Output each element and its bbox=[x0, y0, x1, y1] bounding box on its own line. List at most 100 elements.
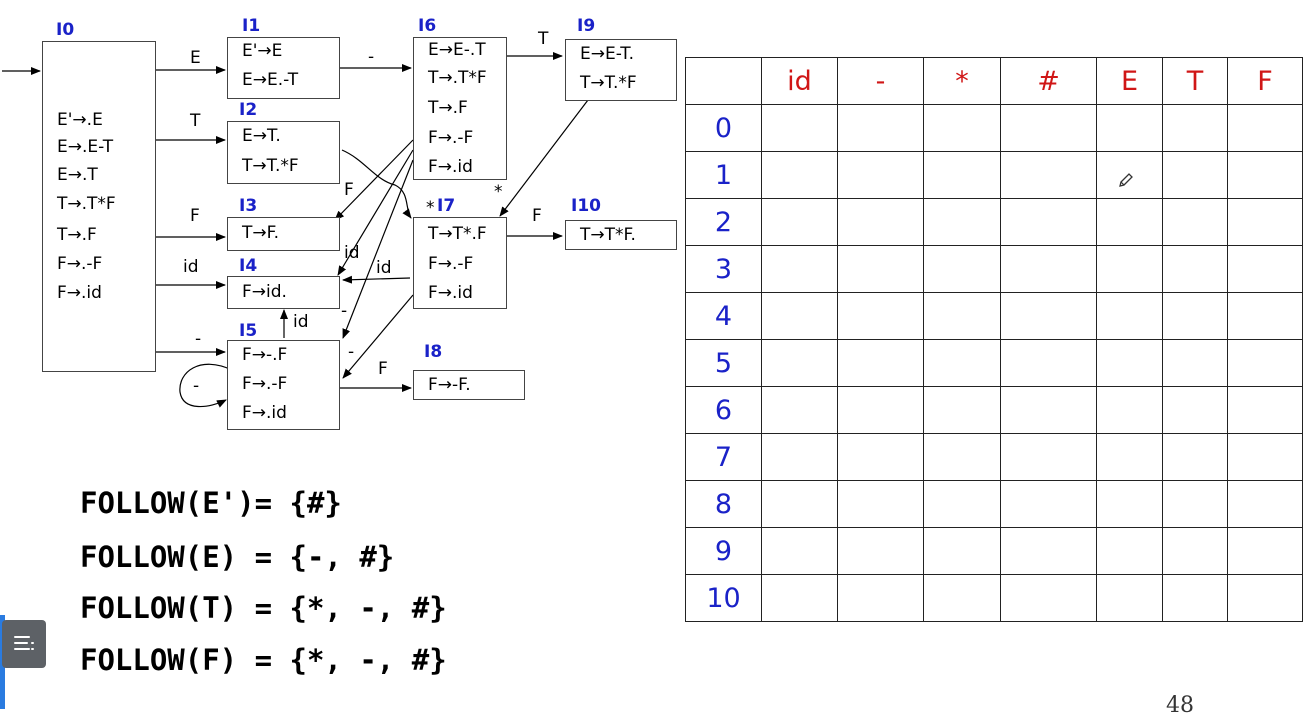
state-label-i10: I10 bbox=[571, 196, 601, 216]
state-label-i9: I9 bbox=[577, 16, 596, 36]
table-cell[interactable] bbox=[1000, 574, 1097, 622]
table-cell[interactable] bbox=[1000, 151, 1097, 199]
table-cell[interactable] bbox=[761, 104, 838, 152]
table-cell[interactable] bbox=[1162, 480, 1228, 528]
state-label-i7: I7 bbox=[437, 196, 456, 216]
table-cell[interactable] bbox=[761, 245, 838, 293]
table-cell[interactable] bbox=[1162, 104, 1228, 152]
table-cell[interactable] bbox=[837, 386, 924, 434]
table-cell[interactable] bbox=[1096, 527, 1163, 575]
table-cell[interactable] bbox=[1096, 574, 1163, 622]
table-cell[interactable] bbox=[1000, 527, 1097, 575]
table-cell[interactable] bbox=[761, 292, 838, 340]
table-cell[interactable] bbox=[761, 151, 838, 199]
state-label-i4: I4 bbox=[239, 256, 258, 276]
row-label: 10 bbox=[685, 574, 762, 622]
table-cell[interactable] bbox=[1227, 433, 1303, 481]
menu-button[interactable] bbox=[2, 620, 46, 668]
table-cell[interactable] bbox=[923, 574, 1001, 622]
table-cell[interactable] bbox=[1162, 386, 1228, 434]
follow-t: FOLLOW(T) = {*, -, #} bbox=[80, 591, 447, 625]
table-cell[interactable] bbox=[923, 245, 1001, 293]
table-cell[interactable] bbox=[1162, 151, 1228, 199]
table-cell[interactable] bbox=[923, 433, 1001, 481]
table-cell[interactable] bbox=[923, 198, 1001, 246]
table-cell[interactable] bbox=[923, 527, 1001, 575]
table-cell[interactable] bbox=[1096, 433, 1163, 481]
table-cell[interactable] bbox=[1000, 339, 1097, 387]
table-cell[interactable] bbox=[1227, 339, 1303, 387]
row-label: 5 bbox=[685, 339, 762, 387]
table-cell[interactable] bbox=[1000, 386, 1097, 434]
table-cell[interactable] bbox=[1227, 245, 1303, 293]
table-cell[interactable] bbox=[1096, 292, 1163, 340]
table-cell[interactable] bbox=[923, 386, 1001, 434]
table-cell[interactable] bbox=[1227, 574, 1303, 622]
table-cell[interactable] bbox=[761, 433, 838, 481]
table-cell[interactable] bbox=[1162, 198, 1228, 246]
table-cell[interactable] bbox=[837, 104, 924, 152]
table-cell[interactable] bbox=[1096, 245, 1163, 293]
table-cell[interactable] bbox=[1162, 245, 1228, 293]
item: F→.-F bbox=[242, 374, 288, 394]
edge-label-i0-i3: F bbox=[190, 206, 200, 226]
table-cell[interactable] bbox=[1162, 527, 1228, 575]
table-cell[interactable] bbox=[837, 433, 924, 481]
table-cell[interactable] bbox=[1096, 104, 1163, 152]
table-cell[interactable] bbox=[1096, 198, 1163, 246]
table-cell[interactable] bbox=[837, 339, 924, 387]
table-cell[interactable] bbox=[761, 574, 838, 622]
state-box-i10: T→T*F. bbox=[565, 220, 677, 250]
item: T→T*F. bbox=[580, 225, 636, 245]
table-cell[interactable] bbox=[837, 292, 924, 340]
table-cell[interactable] bbox=[837, 527, 924, 575]
edge-label-i7-i10: F bbox=[532, 206, 542, 226]
table-cell[interactable] bbox=[837, 198, 924, 246]
table-cell[interactable] bbox=[923, 480, 1001, 528]
table-cell[interactable] bbox=[1227, 480, 1303, 528]
table-cell[interactable] bbox=[923, 339, 1001, 387]
table-cell[interactable] bbox=[1000, 104, 1097, 152]
table-cell[interactable] bbox=[1096, 480, 1163, 528]
table-cell[interactable] bbox=[1162, 574, 1228, 622]
table-cell[interactable] bbox=[1227, 527, 1303, 575]
table-cell[interactable] bbox=[923, 104, 1001, 152]
table-cell[interactable] bbox=[837, 245, 924, 293]
table-cell[interactable] bbox=[761, 198, 838, 246]
table-cell[interactable] bbox=[1096, 386, 1163, 434]
table-cell[interactable] bbox=[1227, 151, 1303, 199]
table-cell[interactable] bbox=[923, 292, 1001, 340]
table-cell[interactable] bbox=[1000, 245, 1097, 293]
table-cell[interactable] bbox=[1227, 198, 1303, 246]
table-cell[interactable] bbox=[1000, 292, 1097, 340]
state-box-i7: T→T*.F F→.-F F→.id bbox=[413, 217, 507, 309]
table-cell[interactable] bbox=[1000, 433, 1097, 481]
state-label-i3: I3 bbox=[239, 196, 258, 216]
table-cell[interactable] bbox=[1096, 339, 1163, 387]
table-cell[interactable] bbox=[1227, 104, 1303, 152]
table-cell[interactable] bbox=[1000, 480, 1097, 528]
table-cell[interactable] bbox=[761, 386, 838, 434]
table-cell[interactable] bbox=[837, 574, 924, 622]
edge-label-i5-i8: F bbox=[378, 359, 388, 379]
table-cell[interactable] bbox=[1162, 339, 1228, 387]
table-cell[interactable] bbox=[761, 480, 838, 528]
table-cell[interactable] bbox=[923, 151, 1001, 199]
table-cell[interactable] bbox=[1000, 198, 1097, 246]
table-cell[interactable] bbox=[1227, 386, 1303, 434]
parse-table: id - * # E T F 0 1 2 3 4 5 6 7 8 9 10 bbox=[685, 57, 1303, 622]
table-cell[interactable] bbox=[761, 527, 838, 575]
edge-label-i1-i6: - bbox=[368, 47, 375, 67]
state-label-i5: I5 bbox=[239, 321, 258, 341]
follow-e: FOLLOW(E) = {-, #} bbox=[80, 540, 395, 574]
table-cell[interactable] bbox=[1162, 433, 1228, 481]
edge-label-i2-i7: * bbox=[426, 198, 435, 218]
state-label-i8: I8 bbox=[424, 342, 443, 362]
table-cell[interactable] bbox=[1227, 292, 1303, 340]
table-cell[interactable] bbox=[837, 480, 924, 528]
table-corner-cell bbox=[685, 57, 762, 105]
table-cell[interactable] bbox=[761, 339, 838, 387]
item: F→.id bbox=[428, 283, 473, 303]
table-cell[interactable] bbox=[837, 151, 924, 199]
table-cell[interactable] bbox=[1162, 292, 1228, 340]
